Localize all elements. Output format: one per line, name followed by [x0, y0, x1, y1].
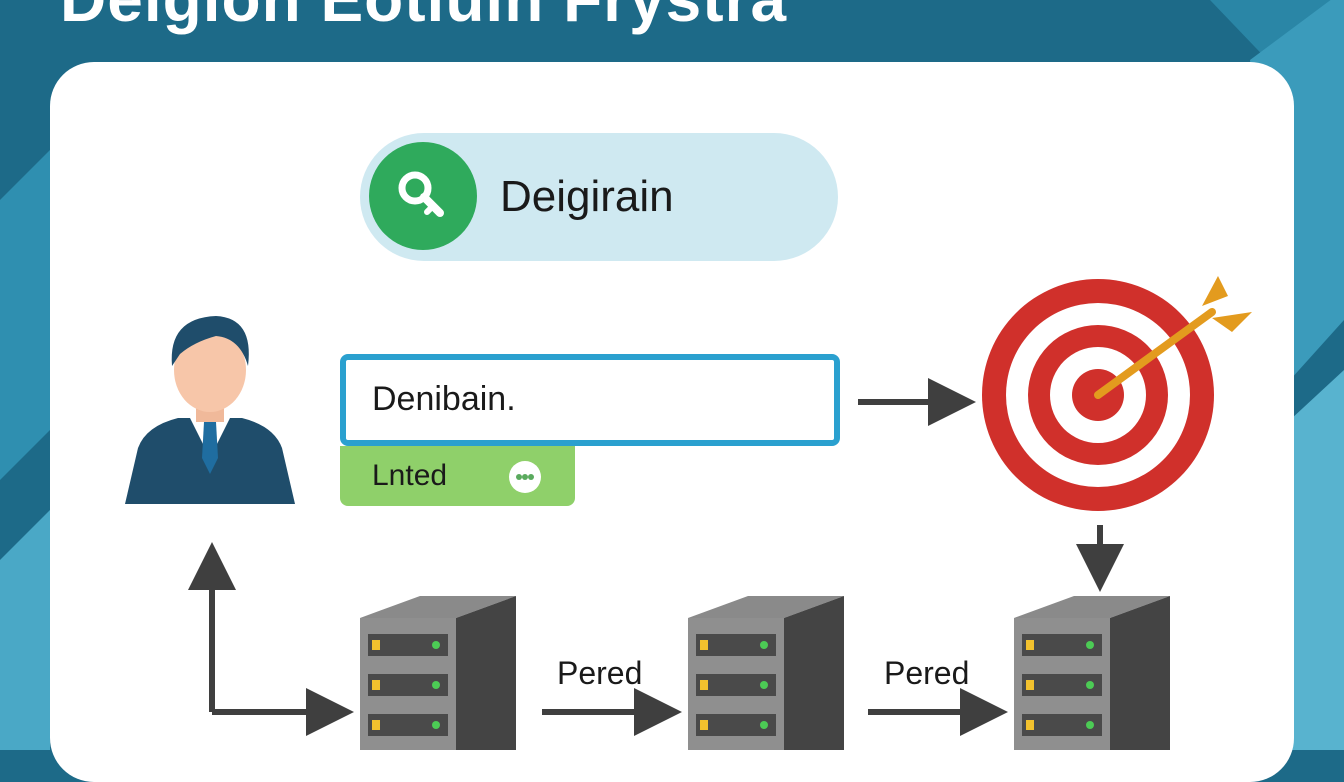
page-title: Deigion Eotiuin Frystra [60, 0, 787, 36]
input-value: Denibain. [372, 380, 516, 418]
search-label: Deigirain [500, 172, 674, 221]
server-icon [688, 596, 844, 750]
search-key-icon[interactable] [369, 142, 477, 250]
edge-label-2: Pered [884, 655, 970, 691]
dots-icon[interactable] [509, 461, 541, 493]
target-icon [982, 276, 1252, 511]
status-tab-label: Lnted [372, 459, 448, 492]
diagram-arrows [188, 378, 1124, 736]
server-icon [1014, 596, 1170, 750]
server-icon [360, 596, 516, 750]
text-input-box[interactable] [340, 354, 840, 446]
person-icon [125, 316, 295, 504]
edge-label-1: Pered [557, 655, 643, 691]
